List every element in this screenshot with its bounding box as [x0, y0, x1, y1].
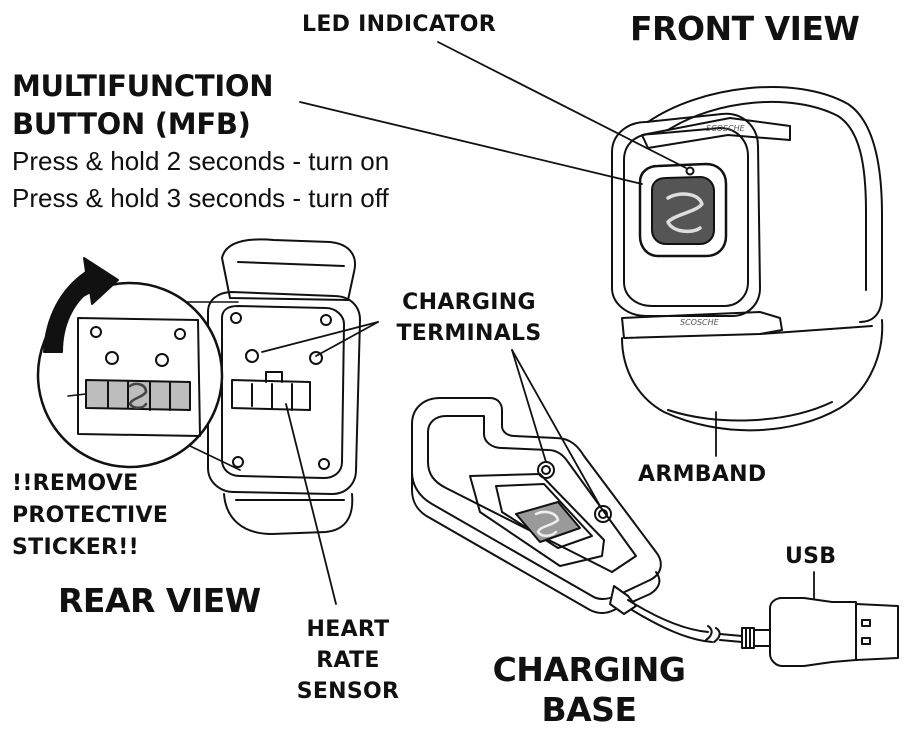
- mfb-instruction-off: Press & hold 3 seconds - turn off: [12, 183, 389, 213]
- hrs-line2: RATE: [316, 648, 380, 673]
- remove-sticker-line2: PROTECTIVE: [12, 503, 169, 528]
- mfb-title-line2: BUTTON (MFB): [12, 107, 251, 141]
- charging-base-line1: CHARGING: [492, 650, 686, 689]
- rear-device-illustration: [207, 238, 361, 535]
- zoom-bubble: [36, 281, 241, 471]
- peel-arrow-icon: [43, 257, 119, 353]
- remove-sticker-line3: STICKER!!: [12, 535, 139, 560]
- usb-cable-illustration: [609, 585, 899, 667]
- charging-base-illustration: [411, 397, 662, 614]
- charging-terminals-line1: CHARGING: [402, 290, 536, 315]
- charging-base-title: CHARGING BASE: [474, 650, 704, 730]
- callout-leaders: [261, 41, 815, 605]
- mfb-instruction-on: Press & hold 2 seconds - turn on: [12, 146, 390, 176]
- mfb-title-line1: MULTIFUNCTION: [12, 69, 274, 103]
- usb-label: USB: [785, 544, 837, 569]
- charging-terminals-line2: TERMINALS: [396, 321, 542, 346]
- band-brand-upper: SCOSCHE: [706, 124, 746, 133]
- front-armband-illustration: [611, 86, 884, 432]
- remove-sticker-warning: !!REMOVE PROTECTIVE STICKER!!: [12, 468, 168, 564]
- remove-sticker-line1: !!REMOVE: [12, 471, 139, 496]
- band-brand-lower: SCOSCHE: [680, 318, 720, 327]
- led-indicator-label: LED INDICATOR: [302, 12, 497, 37]
- charging-terminals-label: CHARGING TERMINALS: [384, 287, 554, 349]
- armband-label: ARMBAND: [638, 462, 767, 487]
- charging-base-line2: BASE: [541, 690, 637, 729]
- heart-rate-sensor-label: HEART RATE SENSOR: [288, 614, 408, 707]
- hrs-line3: SENSOR: [296, 679, 400, 704]
- rear-view-title: REAR VIEW: [58, 581, 261, 620]
- front-view-title: FRONT VIEW: [630, 9, 860, 48]
- hrs-line1: HEART: [306, 617, 390, 642]
